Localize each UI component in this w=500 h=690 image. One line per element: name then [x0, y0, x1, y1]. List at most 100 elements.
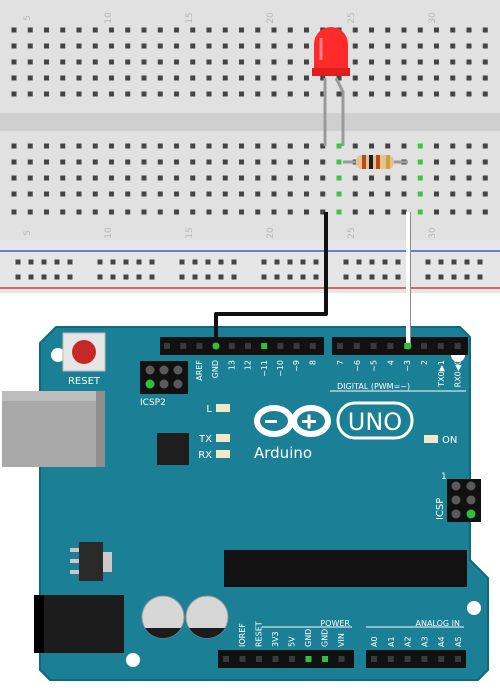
- breadboard-hole: [304, 159, 309, 165]
- breadboard-hole: [206, 209, 212, 215]
- breadboard-hole: [271, 191, 277, 197]
- rail-hole: [438, 274, 444, 280]
- breadboard-hole: [157, 143, 163, 149]
- breadboard-hole: [255, 59, 261, 65]
- breadboard-hole: [125, 175, 131, 181]
- breadboard-hole: [222, 209, 228, 215]
- breadboard-hole: [304, 43, 309, 49]
- header-pin: [164, 343, 170, 349]
- header-pin: [404, 656, 411, 662]
- breadboard-hole: [27, 209, 33, 215]
- breadboard-hole: [434, 27, 439, 33]
- breadboard-hole: [466, 91, 472, 97]
- breadboard-hole: [60, 175, 66, 181]
- breadboard-hole: [44, 143, 49, 149]
- breadboard-hole: [255, 191, 261, 197]
- header-pin: [159, 379, 169, 389]
- pin-label: 7: [336, 360, 345, 365]
- breadboard-hole: [92, 27, 98, 33]
- breadboard-hole: [174, 75, 179, 81]
- breadboard-hole: [369, 43, 374, 49]
- breadboard-hole: [125, 191, 131, 197]
- header-pin: [353, 343, 360, 349]
- breadboard-hole: [239, 43, 244, 49]
- header-pin: [272, 656, 279, 662]
- breadboard: 5 10 15 20 25 30 5 10 15 20 25 30: [0, 0, 500, 293]
- breadboard-hole: [450, 75, 456, 81]
- voltage-regulator: [70, 542, 112, 581]
- brand-label: Arduino: [254, 444, 312, 462]
- breadboard-hole: [222, 75, 228, 81]
- breadboard-hole: [401, 27, 407, 33]
- breadboard-hole: [255, 159, 261, 165]
- rail-hole: [110, 274, 116, 280]
- pin-label: RX0◀0: [454, 360, 463, 387]
- breadboard-hole: [11, 75, 17, 81]
- breadboard-hole: [44, 43, 49, 49]
- breadboard-hole: [190, 75, 196, 81]
- breadboard-hole: [190, 175, 196, 181]
- pin-label: A0: [370, 636, 379, 647]
- breadboard-hole: [271, 91, 277, 97]
- breadboard-hole: [60, 59, 66, 65]
- header-pin: [289, 656, 295, 662]
- breadboard-hole: [76, 175, 82, 181]
- rail-hole: [41, 274, 47, 280]
- breadboard-hole: [320, 75, 326, 81]
- header-pin: [293, 343, 300, 349]
- rail-hole: [28, 274, 34, 280]
- breadboard-hole: [450, 27, 456, 33]
- breadboard-hole: [320, 191, 326, 197]
- breadboard-hole: [466, 175, 472, 181]
- breadboard-hole: [450, 175, 456, 181]
- breadboard-hole: [352, 43, 358, 49]
- rail-hole: [97, 274, 103, 280]
- rail-hole: [54, 274, 60, 280]
- header-pin: [309, 343, 316, 349]
- bb-top-num: 15: [185, 12, 195, 23]
- breadboard-hole: [125, 143, 131, 149]
- pin-label: ~9: [292, 360, 301, 372]
- breadboard-hole: [206, 43, 212, 49]
- breadboard-hole: [11, 91, 17, 97]
- breadboard-hole: [287, 59, 293, 65]
- breadboard-hole: [401, 75, 407, 81]
- breadboard-hole: [336, 159, 342, 165]
- breadboard-hole: [255, 75, 261, 81]
- breadboard-hole: [141, 159, 147, 165]
- breadboard-hole: [44, 175, 49, 181]
- rail-hole: [67, 259, 73, 265]
- mounting-hole: [126, 653, 140, 667]
- breadboard-hole: [239, 27, 244, 33]
- breadboard-hole: [417, 27, 423, 33]
- breadboard-hole: [174, 191, 179, 197]
- breadboard-hole: [157, 27, 163, 33]
- breadboard-hole: [482, 143, 488, 149]
- breadboard-hole: [271, 175, 277, 181]
- rail-hole: [218, 274, 224, 280]
- breadboard-hole: [76, 209, 82, 215]
- pin-label: 4: [386, 360, 395, 365]
- rail-hole: [477, 259, 483, 265]
- breadboard-hole: [287, 27, 293, 33]
- reset-button[interactable]: [62, 332, 106, 372]
- breadboard-hole: [190, 91, 196, 97]
- bb-top-num: 10: [104, 12, 114, 24]
- breadboard-hole: [141, 43, 147, 49]
- header-pin: [223, 656, 229, 662]
- breadboard-hole: [239, 91, 244, 97]
- breadboard-hole: [174, 59, 179, 65]
- breadboard-hole: [60, 143, 66, 149]
- breadboard-hole: [44, 209, 49, 215]
- breadboard-hole: [92, 143, 98, 149]
- pin-label: ~5: [370, 360, 379, 372]
- breadboard-hole: [141, 191, 147, 197]
- header-pin: [466, 509, 476, 519]
- breadboard-hole: [336, 75, 342, 81]
- breadboard-hole: [482, 59, 488, 65]
- breadboard-hole: [352, 209, 358, 215]
- breadboard-hole: [92, 75, 98, 81]
- uno-badge: [336, 401, 414, 440]
- breadboard-hole: [174, 27, 179, 33]
